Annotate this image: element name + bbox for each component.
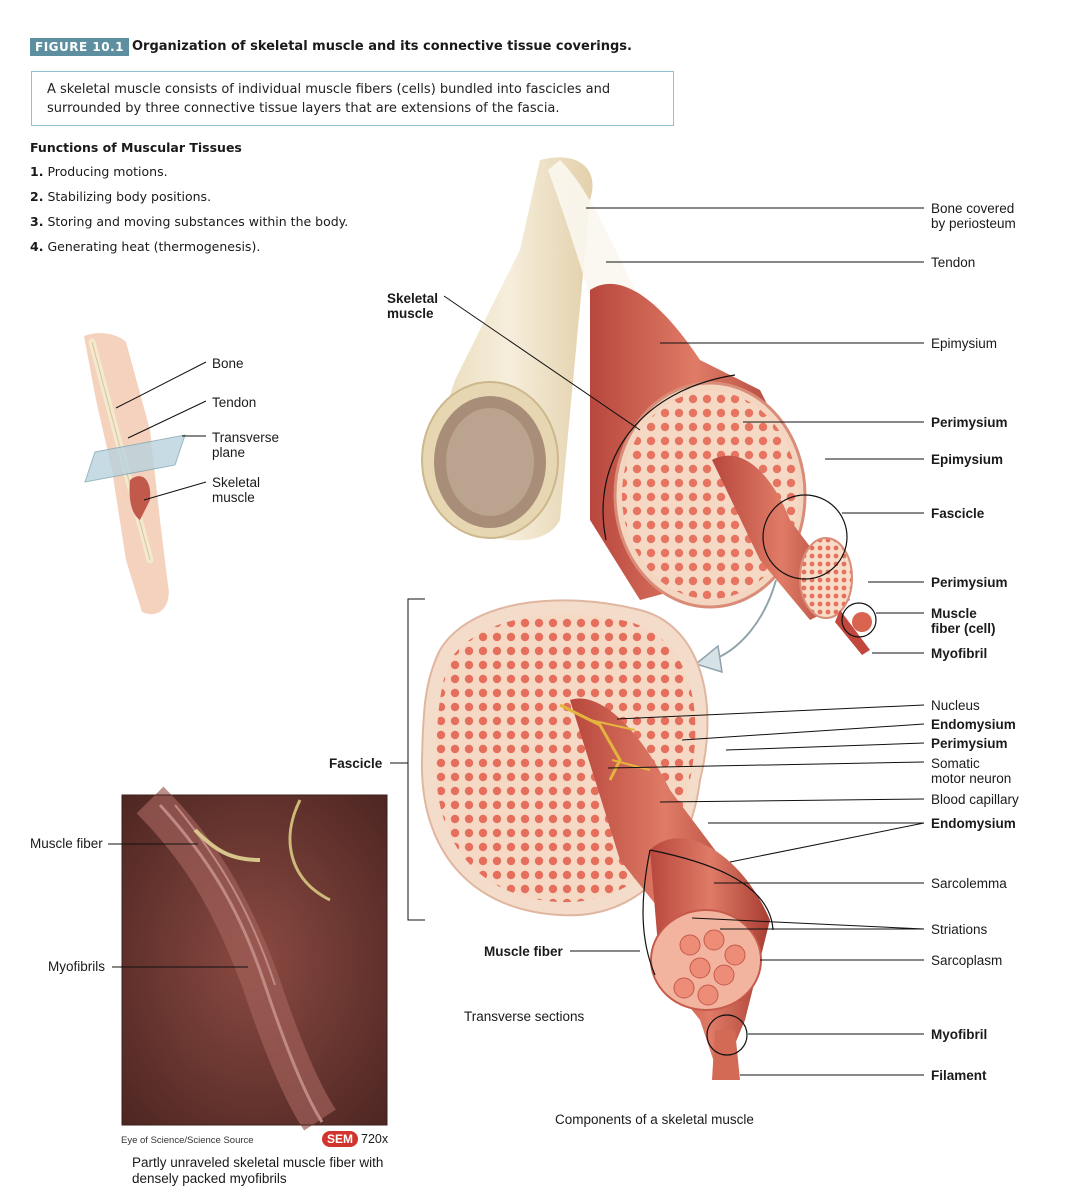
components-caption: Components of a skeletal muscle — [555, 1112, 754, 1127]
arm-label-transverse-plane: Transverse plane — [212, 430, 279, 460]
sem-badge: SEM — [322, 1131, 358, 1147]
label-somatic-motor-neuron: Somatic motor neuron — [931, 756, 1011, 786]
label-perimysium-2: Perimysium — [931, 575, 1008, 590]
label-perimysium-3: Perimysium — [931, 736, 1008, 751]
sem-caption: Partly unraveled skeletal muscle fiber w… — [132, 1155, 402, 1187]
label-skeletal-muscle: Skeletal muscle — [387, 291, 438, 321]
arm-label-bone: Bone — [212, 356, 244, 371]
image-credit: Eye of Science/Science Source — [121, 1135, 254, 1146]
arm-label-skeletal-muscle: Skeletal muscle — [212, 475, 260, 505]
label-tendon: Tendon — [931, 255, 975, 270]
label-sarcoplasm: Sarcoplasm — [931, 953, 1002, 968]
label-endomysium-2: Endomysium — [931, 816, 1016, 831]
label-muscle-fiber-cell: Muscle fiber (cell) — [931, 606, 996, 636]
arm-sketch — [84, 333, 185, 614]
sem-label-myofibrils: Myofibrils — [48, 959, 105, 974]
label-epimysium-bold: Epimysium — [931, 452, 1003, 467]
sem-label-muscle-fiber: Muscle fiber — [30, 836, 103, 851]
arm-label-tendon: Tendon — [212, 395, 256, 410]
label-fascicle: Fascicle — [329, 756, 382, 771]
label-bone-periosteum: Bone covered by periosteum — [931, 201, 1016, 231]
magnification: 720x — [361, 1132, 388, 1146]
label-fascicle-right: Fascicle — [931, 506, 984, 521]
label-perimysium: Perimysium — [931, 415, 1008, 430]
label-nucleus: Nucleus — [931, 698, 980, 713]
label-striations: Striations — [931, 922, 987, 937]
label-filament: Filament — [931, 1068, 987, 1083]
label-endomysium: Endomysium — [931, 717, 1016, 732]
label-sarcolemma: Sarcolemma — [931, 876, 1007, 891]
label-blood-capillary: Blood capillary — [931, 792, 1019, 807]
label-myofibril-2: Myofibril — [931, 1027, 987, 1042]
muscle-fiber — [643, 838, 773, 1080]
label-myofibril: Myofibril — [931, 646, 987, 661]
label-muscle-fiber: Muscle fiber — [484, 944, 563, 959]
label-transverse-sections: Transverse sections — [464, 1009, 584, 1024]
label-epimysium: Epimysium — [931, 336, 997, 351]
